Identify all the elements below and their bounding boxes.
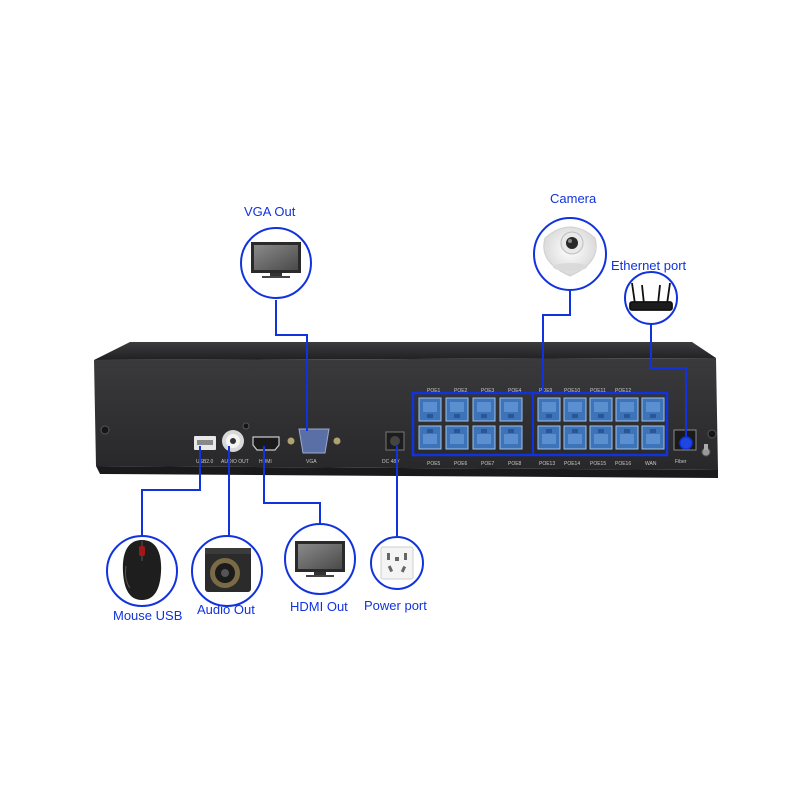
audio-callout: [191, 535, 263, 607]
poe-label: POE2: [454, 388, 468, 394]
nvr-front-panel: [94, 358, 718, 470]
poe-label: POE5: [427, 461, 441, 467]
nvr-device: USB2.0 AUDIO OUT HDMI VGA DC 48V: [94, 342, 718, 478]
speaker-icon: [205, 548, 251, 592]
wan-port: [641, 425, 665, 450]
usb-port-label: USB2.0: [196, 459, 213, 465]
power-callout: [370, 536, 424, 590]
poe-port: [445, 397, 469, 422]
poe-label: POE7: [481, 461, 495, 467]
poe-label: POE6: [454, 461, 468, 467]
poe-port: [589, 425, 613, 450]
poe-port: [615, 425, 639, 450]
poe-port-block: [411, 391, 669, 457]
poe-port: [563, 397, 587, 422]
poe-label: POE15: [590, 461, 606, 467]
hdmi-out-label: HDMI Out: [290, 599, 348, 614]
screw-top: [242, 422, 250, 430]
ethernet-port-label: Ethernet port: [611, 258, 687, 273]
poe-port: [418, 397, 442, 422]
poe-label: POE16: [615, 461, 631, 467]
poe-port: [472, 425, 496, 450]
mouse-callout: [106, 535, 178, 607]
nvr-top-surface: [94, 342, 716, 360]
poe-port: [563, 425, 587, 450]
poe-label: POE10: [564, 388, 580, 394]
fiber-port-label: Fiber: [675, 459, 687, 465]
poe-port: [615, 397, 639, 422]
vga-monitor-callout: [240, 227, 312, 299]
poe-port: [537, 425, 561, 450]
poe-port: [589, 397, 613, 422]
usb-connector-line: [141, 446, 201, 540]
poe-label: POE11: [590, 388, 606, 394]
poe-port: [499, 425, 523, 450]
hdmi-port-label: HDMI: [259, 459, 272, 465]
power-port-label: Power port: [364, 598, 427, 613]
vga-port: VGA: [287, 428, 341, 465]
poe-label: POE12: [615, 388, 631, 394]
router-icon: [629, 282, 673, 311]
poe-top-labels: POE1 POE2 POE3 POE4 POE9 POE10 POE11 POE…: [427, 388, 631, 394]
hdmi-port: HDMI: [252, 436, 280, 465]
monitor-icon: [251, 242, 301, 278]
hdmi-monitor-callout: [284, 523, 356, 595]
vga-connector-line: [275, 300, 308, 431]
poe-port: [418, 425, 442, 450]
poe-label: POE13: [539, 461, 555, 467]
mouse-icon: [122, 540, 162, 600]
ethernet-connector-line: [650, 322, 687, 443]
vga-port-label: VGA: [306, 459, 317, 465]
poe-port: [537, 397, 561, 422]
poe-label: POE14: [564, 461, 580, 467]
screw-right: [707, 429, 717, 439]
power-socket-icon: [380, 546, 414, 580]
vga-out-label: VGA Out: [244, 204, 296, 219]
poe-label: POE8: [508, 461, 522, 467]
nvr-bottom-lip: [96, 466, 718, 478]
poe-port: [499, 397, 523, 422]
poe-bottom-labels: POE5 POE6 POE7 POE8 POE13 POE14 POE15 PO…: [427, 461, 657, 467]
poe-label: POE1: [427, 388, 441, 394]
camera-connector-line: [542, 290, 571, 393]
monitor-icon: [295, 541, 345, 577]
poe-highlight-box: [411, 391, 669, 457]
wan-port-label: WAN: [645, 461, 657, 467]
audio-out-label: Audio Out: [197, 602, 255, 617]
ethernet-port-dot: [679, 436, 693, 450]
poe-label: POE3: [481, 388, 495, 394]
dc-power-port: DC 48V: [382, 431, 405, 465]
connector-lines: [141, 290, 687, 540]
dc-port-label: DC 48V: [382, 459, 400, 465]
ethernet-callout: [624, 271, 678, 325]
wan-port: [641, 397, 665, 422]
camera-label: Camera: [550, 191, 597, 206]
screw-left: [100, 425, 110, 435]
hdmi-connector-line: [263, 446, 321, 525]
poe-label: POE9: [539, 388, 553, 394]
poe-port: [445, 425, 469, 450]
camera-callout: [533, 217, 607, 291]
ground-terminal: [701, 444, 711, 457]
poe-port: [472, 397, 496, 422]
audio-jack: AUDIO OUT: [221, 430, 249, 465]
dome-camera-icon: [543, 226, 597, 277]
audio-port-label: AUDIO OUT: [221, 459, 249, 465]
mouse-usb-label: Mouse USB: [113, 608, 183, 623]
poe-label: POE4: [508, 388, 522, 394]
